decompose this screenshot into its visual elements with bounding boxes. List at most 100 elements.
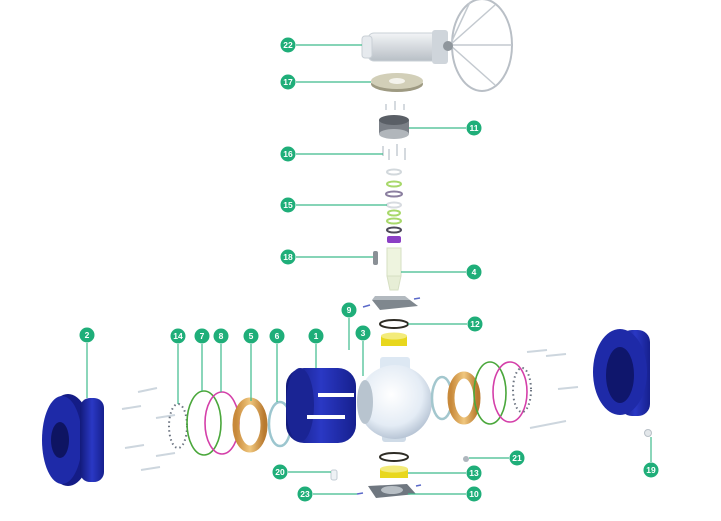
end-cap-right xyxy=(593,329,650,416)
callout-badge-circle xyxy=(213,328,229,344)
stem-seal-stack xyxy=(385,168,403,243)
callout-number: 20 xyxy=(275,467,285,477)
callout-number: 13 xyxy=(469,468,479,478)
callout-15-stem-seals: 15 xyxy=(280,197,296,213)
callout-number: 4 xyxy=(472,267,477,277)
callout-number: 9 xyxy=(347,305,352,315)
seat-ring-left xyxy=(232,397,268,453)
callout-number: 23 xyxy=(300,489,310,499)
bottom-plate xyxy=(368,484,416,498)
callout-3-ball: 3 xyxy=(355,325,371,341)
callout-12-top-gasket: 12 xyxy=(467,316,483,332)
callout-16-bolts: 16 xyxy=(280,146,296,162)
callout-8-o-ring-pink: 8 xyxy=(213,328,229,344)
callout-13-bottom-bearing: 13 xyxy=(466,465,482,481)
callout-badge-circle xyxy=(280,197,296,213)
callout-badge-circle xyxy=(466,264,482,280)
valve-body xyxy=(286,368,356,443)
mounting-flange xyxy=(371,73,423,92)
callout-9-top-trunnion-plate: 9 xyxy=(341,302,357,318)
drain-plug xyxy=(644,429,652,437)
callout-badge-circle xyxy=(466,465,482,481)
o-ring-green-right xyxy=(473,361,507,425)
callout-22-gear-operator: 22 xyxy=(280,37,296,53)
callout-badge-circle xyxy=(243,328,259,344)
callout-number: 18 xyxy=(283,252,293,262)
top-gasket xyxy=(379,319,409,329)
callout-number: 2 xyxy=(85,330,90,340)
callout-badges: 22 17 11 16 15 18 4 9 12 3 2 14 7 8 5 6 1 20 21 13 23 10 19 xyxy=(79,37,659,502)
callout-badge-circle xyxy=(355,325,371,341)
callout-badge-circle xyxy=(280,146,296,162)
callout-23-screw: 23 xyxy=(297,486,313,502)
callout-badge-circle xyxy=(79,327,95,343)
callout-number: 12 xyxy=(470,319,480,329)
callout-badge-circle xyxy=(280,37,296,53)
top-trunnion-plate xyxy=(362,296,421,310)
callout-badge-circle xyxy=(466,120,482,136)
callout-badge-circle xyxy=(170,328,186,344)
callout-number: 11 xyxy=(470,123,479,133)
springs xyxy=(168,403,188,449)
callout-14-springs: 14 xyxy=(170,328,186,344)
callout-6-seat-insert: 6 xyxy=(269,328,285,344)
callout-number: 6 xyxy=(275,331,280,341)
callout-badge-circle xyxy=(467,316,483,332)
callout-5-seat-ring: 5 xyxy=(243,328,259,344)
plug xyxy=(463,456,469,462)
callout-number: 14 xyxy=(173,331,183,341)
callout-1-body: 1 xyxy=(308,328,324,344)
o-ring-pink-right xyxy=(492,361,528,423)
callout-badge-circle xyxy=(297,486,313,502)
callout-number: 7 xyxy=(200,331,205,341)
callout-badge-circle xyxy=(643,462,659,478)
callout-number: 17 xyxy=(283,77,293,87)
callout-badge-circle xyxy=(272,464,288,480)
end-cap-left xyxy=(42,394,104,486)
callout-21-plug: 21 xyxy=(509,450,525,466)
key xyxy=(373,251,378,265)
bottom-bearing xyxy=(380,465,408,478)
stem-bolts xyxy=(382,144,406,160)
callout-number: 10 xyxy=(469,489,479,499)
right-studs xyxy=(526,349,579,429)
callout-number: 5 xyxy=(249,331,254,341)
bottom-gasket xyxy=(379,452,409,462)
callout-number: 15 xyxy=(283,200,293,210)
callout-number: 21 xyxy=(512,453,522,463)
callout-20-pin: 20 xyxy=(272,464,288,480)
stem xyxy=(386,247,402,291)
springs-right xyxy=(512,367,532,413)
o-ring-green xyxy=(186,390,222,456)
callout-10-bottom-plate: 10 xyxy=(466,486,482,502)
callout-badge-circle xyxy=(341,302,357,318)
callout-number: 22 xyxy=(283,40,293,50)
callout-badge-circle xyxy=(308,328,324,344)
top-bearing-cap xyxy=(379,115,409,139)
left-studs xyxy=(121,387,176,471)
callout-2-end-cap-left: 2 xyxy=(79,327,95,343)
callout-badge-circle xyxy=(280,249,296,265)
small-bolts-top xyxy=(385,101,405,110)
callout-17-mounting-flange: 17 xyxy=(280,74,296,90)
screw-left xyxy=(356,492,364,495)
callout-number: 16 xyxy=(283,149,293,159)
ball xyxy=(357,357,432,442)
callout-4-stem: 4 xyxy=(466,264,482,280)
seat-ring-right xyxy=(447,371,481,425)
screw-right xyxy=(415,484,422,487)
callout-number: 1 xyxy=(314,331,319,341)
callout-badge-circle xyxy=(509,450,525,466)
callout-badge-circle xyxy=(280,74,296,90)
top-bearing xyxy=(381,332,407,346)
callout-badge-circle xyxy=(269,328,285,344)
callout-badge-circle xyxy=(466,486,482,502)
callout-number: 8 xyxy=(219,331,224,341)
callout-18-key: 18 xyxy=(280,249,296,265)
callout-number: 3 xyxy=(361,328,366,338)
callout-19-drain-plug: 19 xyxy=(643,462,659,478)
callout-7-o-ring-green: 7 xyxy=(194,328,210,344)
callout-badge-circle xyxy=(194,328,210,344)
callout-number: 19 xyxy=(646,465,656,475)
